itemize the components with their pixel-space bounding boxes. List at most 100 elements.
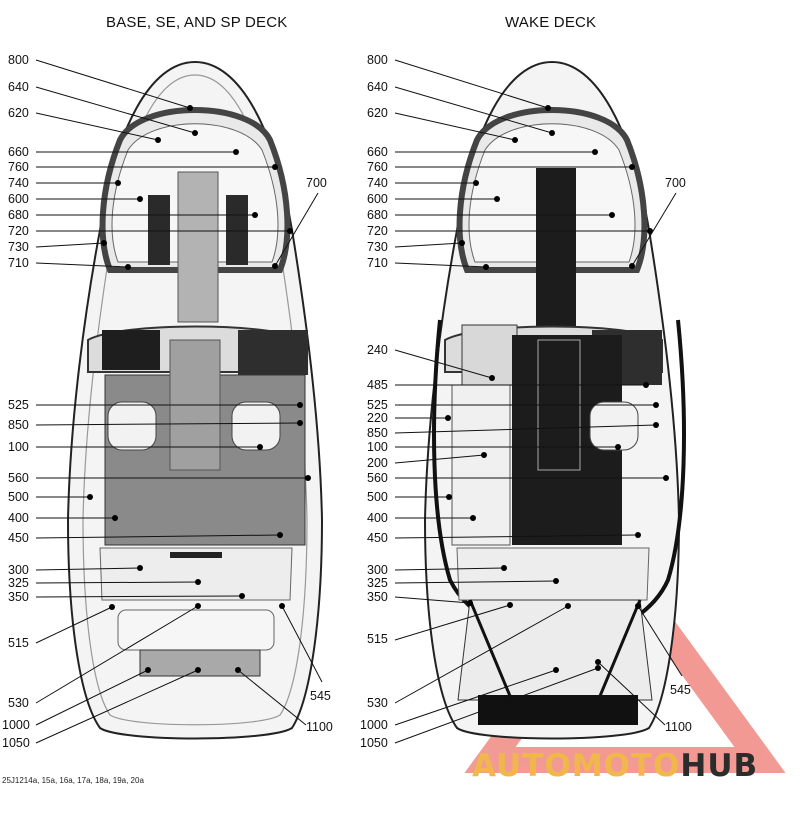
wake-deck-callout-dot: [494, 196, 500, 202]
stern-deck: [457, 599, 653, 701]
wake-deck-callout-dot: [629, 263, 635, 269]
base-deck-leader-line: [35, 581, 199, 584]
base-deck-callout-label: 700: [306, 176, 327, 190]
base-deck-callout-dot: [272, 263, 278, 269]
base-deck-callout-label: 1050: [2, 736, 30, 750]
base-deck-callout-dot: [87, 494, 93, 500]
console-left: [461, 324, 518, 386]
base-deck-callout-dot: [252, 212, 258, 218]
wake-deck-callout-label: 760: [367, 160, 388, 174]
base-deck-callout-dot: [305, 475, 311, 481]
wake-deck-callout-dot: [615, 444, 621, 450]
base-deck-callout-dot: [287, 228, 293, 234]
base-deck-callout-dot: [137, 565, 143, 571]
base-deck-callout-label: 640: [8, 80, 29, 94]
wake-deck-callout-label: 700: [665, 176, 686, 190]
bow-storage-right: [226, 195, 248, 265]
tower-leg-right: [588, 599, 642, 721]
wake-deck-leader-line: [631, 192, 677, 267]
wake-deck-callout-label: 600: [367, 192, 388, 206]
base-deck-callout-dot: [279, 603, 285, 609]
wake-deck-callout-label: 850: [367, 426, 388, 440]
base-deck-callout-dot: [277, 532, 283, 538]
bow-walkway: [177, 171, 219, 323]
base-deck-leader-line: [35, 605, 199, 704]
wake-deck-callout-label: 300: [367, 563, 388, 577]
wake-deck-leader-line: [394, 667, 599, 744]
base-deck-leader-line: [35, 567, 141, 571]
base-deck-callout-label: 350: [8, 590, 29, 604]
base-deck-callout-label: 545: [310, 689, 331, 703]
base-deck-leader-line: [35, 112, 159, 141]
wake-deck-callout-label: 485: [367, 378, 388, 392]
wake-deck-callout-dot: [446, 494, 452, 500]
wake-deck-callout-dot: [653, 402, 659, 408]
wake-deck-callout-dot: [467, 600, 473, 606]
wake-deck-callout-label: 525: [367, 398, 388, 412]
base-deck-callout-label: 730: [8, 240, 29, 254]
swim-platform: [478, 695, 638, 725]
wake-deck-callout-dot: [553, 667, 559, 673]
base-deck-leader-line: [35, 606, 113, 644]
console-left: [102, 330, 160, 370]
base-deck-callout-label: 600: [8, 192, 29, 206]
wake-deck-callout-dot: [501, 565, 507, 571]
wake-deck-callout-dot: [565, 603, 571, 609]
base-deck-leader-line: [35, 534, 281, 539]
base-deck-callout-label: 710: [8, 256, 29, 270]
wake-deck-callout-dot: [549, 130, 555, 136]
wake-deck-callout-dot: [489, 375, 495, 381]
wake-deck-callout-label: 200: [367, 456, 388, 470]
wake-deck-callout-dot: [481, 452, 487, 458]
wake-deck-callout-label: 450: [367, 531, 388, 545]
wake-deck-callout-dot: [512, 137, 518, 143]
wake-deck-callout-label: 100: [367, 440, 388, 454]
wake-deck-callout-label: 1100: [665, 720, 692, 734]
base-deck-callout-dot: [235, 667, 241, 673]
console-right: [238, 330, 308, 375]
wake-deck-callout-label: 350: [367, 590, 388, 604]
wake-deck-leader-line: [637, 605, 683, 677]
base-deck-callout-label: 450: [8, 531, 29, 545]
wake-deck-callout-label: 720: [367, 224, 388, 238]
wake-deck-callout-label: 530: [367, 696, 388, 710]
wake-deck-callout-label: 400: [367, 511, 388, 525]
wake-deck-leader-line: [394, 669, 557, 726]
wake-deck-leader-line: [394, 349, 493, 379]
base-deck-callout-label: 515: [8, 636, 29, 650]
base-deck-callout-label: 400: [8, 511, 29, 525]
wake-deck-callout-dot: [507, 602, 513, 608]
wake-deck-callout-dot: [647, 228, 653, 234]
base-deck-callout-dot: [145, 667, 151, 673]
helm-seat-right: [231, 401, 281, 451]
wake-deck-callout-label: 220: [367, 411, 388, 425]
rear-bench: [456, 547, 650, 601]
wake-deck-leader-line: [394, 567, 505, 571]
wake-deck-callout-dot: [592, 149, 598, 155]
base-deck-callout-label: 525: [8, 398, 29, 412]
base-deck-callout-label: 530: [8, 696, 29, 710]
base-deck-callout-label: 660: [8, 145, 29, 159]
wake-deck-callout-dot: [545, 105, 551, 111]
wake-deck-callout-dot: [643, 382, 649, 388]
base-deck-callout-dot: [192, 130, 198, 136]
base-deck-callout-label: 760: [8, 160, 29, 174]
wake-deck-leader-line: [394, 262, 487, 268]
bow-storage-left: [148, 195, 170, 265]
wake-deck-callout-dot: [470, 515, 476, 521]
wake-deck-callout-label: 620: [367, 106, 388, 120]
base-deck-callout-label: 620: [8, 106, 29, 120]
base-deck-callout-label: 300: [8, 563, 29, 577]
watermark-text: AUTOMOTOHUB: [472, 748, 758, 784]
base-deck-callout-dot: [257, 444, 263, 450]
base-deck-leader-line: [35, 669, 149, 726]
wake-deck-callout-dot: [473, 180, 479, 186]
wake-deck-callout-label: 730: [367, 240, 388, 254]
base-deck-leader-line: [35, 59, 191, 109]
base-deck-leader-line: [35, 242, 105, 248]
wake-deck-leader-line: [394, 534, 639, 539]
helm-seat-left: [107, 401, 157, 451]
left-panel-title: BASE, SE, AND SP DECK: [106, 14, 288, 31]
base-deck-callout-dot: [112, 515, 118, 521]
wake-deck-callout-label: 515: [367, 632, 388, 646]
